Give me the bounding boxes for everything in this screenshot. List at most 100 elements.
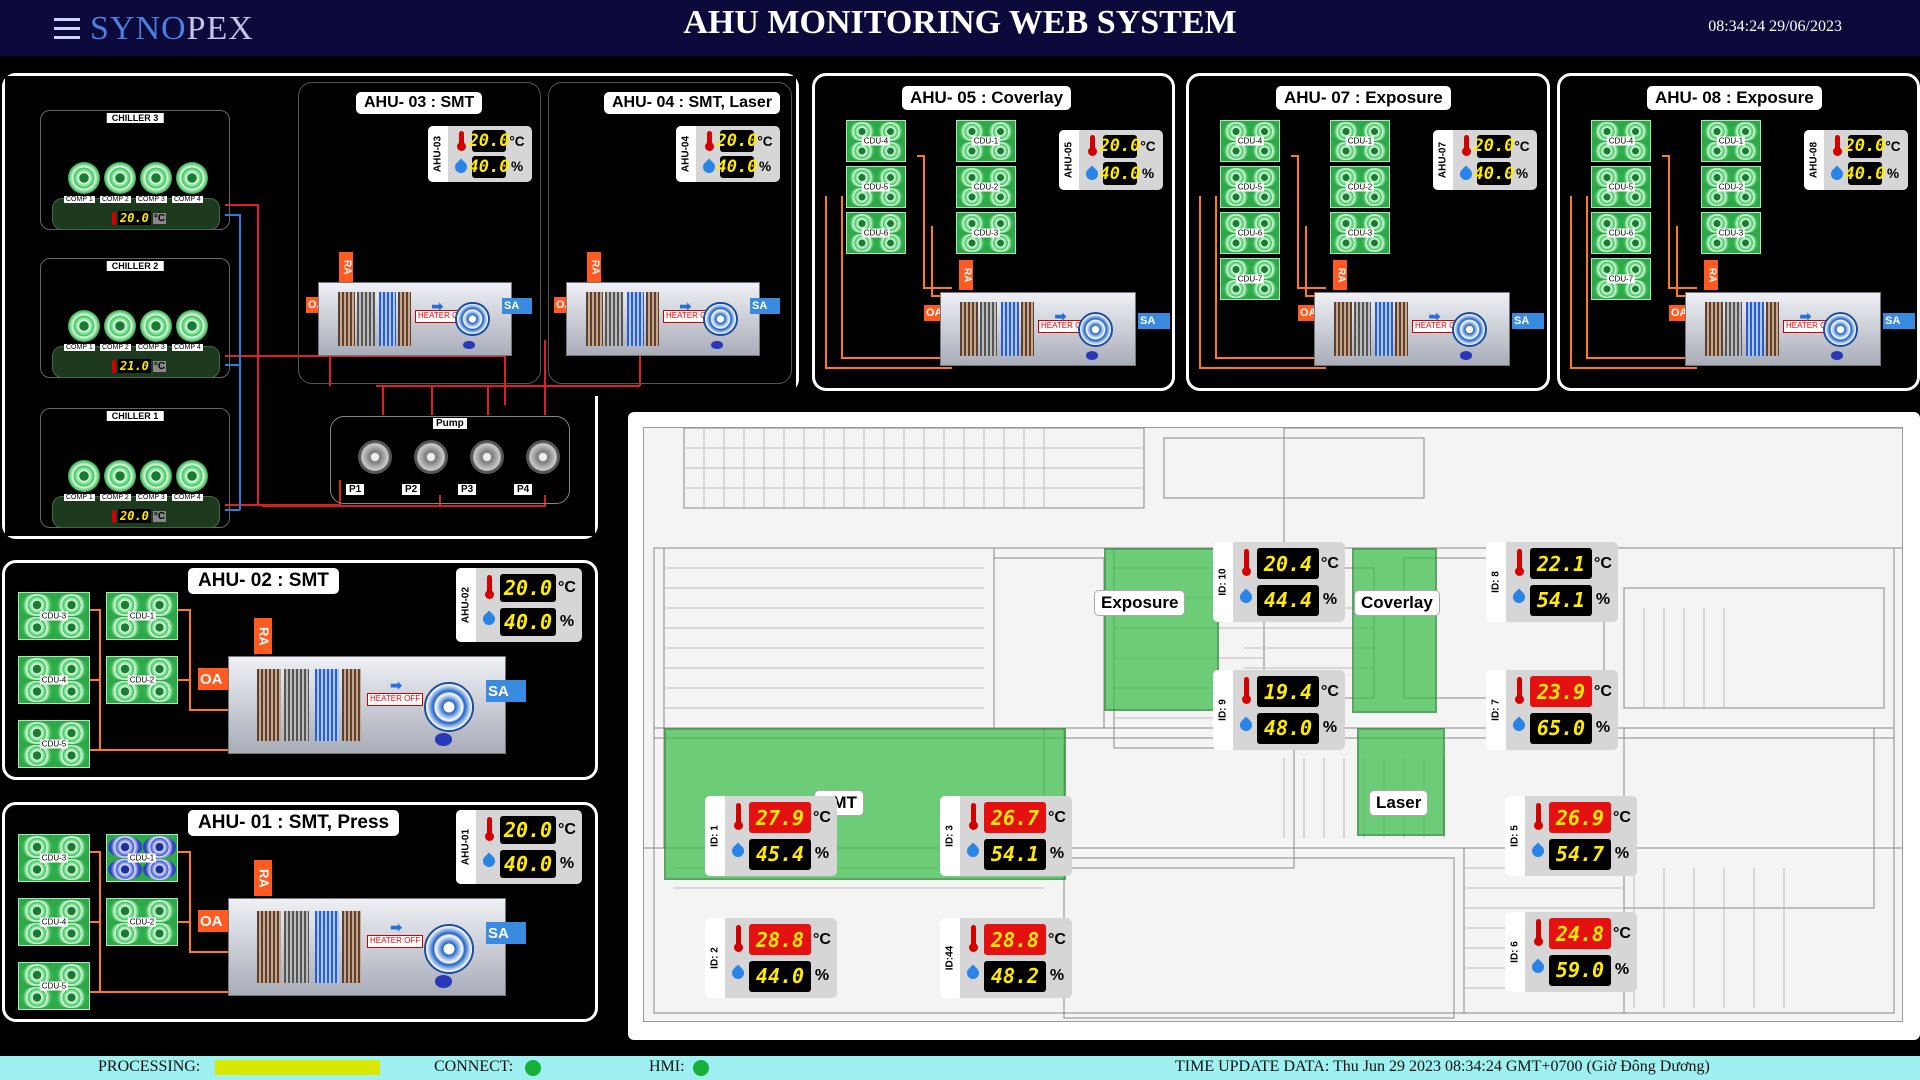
fan-icon [54,836,88,858]
cdu-fan-unit[interactable]: CDU-4 [18,898,90,946]
cdu-label: CDU-5 [39,739,69,749]
cdu-fan-unit[interactable]: CDU-5 [1220,166,1280,208]
menu-icon[interactable] [54,18,80,40]
sensor-id: ID: 8 [1486,542,1506,622]
fan-icon [20,722,54,744]
fan-icon [1593,260,1621,279]
temperature-row: 20.0°C [480,572,578,605]
zone-laser[interactable] [1357,728,1445,836]
cdu-fan-unit[interactable]: CDU-7 [1591,258,1651,300]
cdu-fan-unit[interactable]: CDU-5 [18,720,90,768]
temperature-value: 20.0 [468,130,510,152]
cdu-fan-unit[interactable]: CDU-4 [18,656,90,704]
pump-icon[interactable] [358,440,392,474]
airflow-arrow-icon: ➡ [1428,307,1441,324]
percent-unit: % [1049,845,1065,863]
temperature-row: 22.1°C [1510,546,1614,581]
pump-icon[interactable] [414,440,448,474]
cdu-fan-unit[interactable]: CDU-4 [846,120,906,162]
cdu-fan-unit[interactable]: CDU-5 [18,962,90,1010]
ahu-unit[interactable]: HEATER OFF➡ [940,292,1136,366]
cdu-fan-unit[interactable]: CDU-3 [1330,212,1390,254]
ahu-unit[interactable]: HEATER OFF➡ [566,282,760,356]
cdu-fan-unit[interactable]: CDU-2 [956,166,1016,208]
cdu-fan-unit[interactable]: CDU-5 [846,166,906,208]
header-datetime: 08:34:24 29/06/2023 [1708,18,1842,35]
thermometer-glyph [456,131,466,151]
cdu-fan-unit[interactable]: CDU-2 [1330,166,1390,208]
fan-icon [1222,141,1250,160]
cdu-fan-unit[interactable]: CDU-2 [1701,166,1761,208]
pump-icon[interactable] [470,440,504,474]
fan-icon [20,616,54,638]
cdu-label: CDU-6 [861,228,891,238]
coil [1724,301,1743,357]
fan-icon [54,858,88,880]
zone-exposure[interactable] [1104,548,1219,711]
fan-icon [142,658,176,680]
fan-icon [20,594,54,616]
blower-fan-icon [1452,311,1488,347]
heating-coil [1394,301,1409,357]
humidity-drop-icon [1510,586,1528,616]
cdu-fan-unit[interactable]: CDU-2 [106,898,178,946]
cdu-fan-unit[interactable]: CDU-3 [956,212,1016,254]
drop-glyph [1529,842,1547,860]
cdu-label: CDU-4 [39,675,69,685]
humidity-row: 44.0% [729,959,833,994]
connect-status-indicator [525,1060,541,1076]
humidity-row: 59.0% [1529,953,1633,988]
motor-icon [434,733,453,746]
fan-icon [958,214,986,233]
cdu-fan-unit[interactable]: CDU-3 [18,834,90,882]
filter-coil [256,668,282,742]
sensor-id: AHU-05 [1059,130,1079,190]
cdu-fan-unit[interactable]: CDU-3 [18,592,90,640]
humidity-drop-icon [729,840,747,870]
cdu-fan-unit[interactable]: CDU-1 [106,834,178,882]
thermometer-icon [1239,677,1253,707]
celsius-unit: °C [757,133,773,149]
zone-coverlay[interactable] [1352,548,1437,713]
condenser-piping [825,155,952,369]
ahu-unit[interactable]: HEATER OFF➡ [1314,292,1510,366]
floor-plan-panel: Exposure Coverlay SMT Laser [628,412,1920,1040]
thermometer-glyph [733,803,743,830]
humidity-value: 40.0 [468,156,510,178]
ahu-unit[interactable]: HEATER OFF➡ [228,656,506,754]
cdu-fan-unit[interactable]: CDU-1 [1330,120,1390,162]
cdu-label: CDU-4 [1235,136,1265,146]
cdu-fan-unit[interactable]: CDU-3 [1701,212,1761,254]
cdu-fan-unit[interactable]: CDU-4 [1591,120,1651,162]
fan-icon [1250,187,1278,206]
fan-icon [1332,122,1360,141]
blower-fan-icon [702,301,738,337]
drop-glyph [964,964,982,982]
cdu-fan-unit[interactable]: CDU-1 [956,120,1016,162]
pump-name: P1 [346,484,365,495]
fan-icon [876,141,904,160]
sensor-id: ID: 10 [1213,542,1233,622]
fan-icon [876,187,904,206]
cdu-fan-unit[interactable]: CDU-7 [1220,258,1280,300]
cdu-fan-unit[interactable]: CDU-1 [1701,120,1761,162]
cdu-fan-unit[interactable]: CDU-4 [1220,120,1280,162]
ahu-unit[interactable]: HEATER OFF➡ [1685,292,1881,366]
temperature-value: 28.8 [984,924,1046,956]
condenser-piping [88,851,320,993]
cdu-fan-unit[interactable]: CDU-6 [846,212,906,254]
ahu-unit[interactable]: HEATER OFF➡ [228,898,506,996]
cdu-fan-unit[interactable]: CDU-1 [106,592,178,640]
cdu-fan-unit[interactable]: CDU-6 [1591,212,1651,254]
humidity-row: 40.0% [480,606,578,639]
ahu-unit[interactable]: HEATER OFF➡ [318,282,512,356]
cdu-fan-unit[interactable]: CDU-5 [1591,166,1651,208]
cdu-fan-unit[interactable]: CDU-6 [1220,212,1280,254]
compressor-label: COMP 3 [136,494,167,501]
pump-icon[interactable] [526,440,560,474]
chiller-temp-unit: °C [152,510,167,522]
cdu-fan-unit[interactable]: CDU-2 [106,656,178,704]
thermometer-icon [112,509,116,523]
